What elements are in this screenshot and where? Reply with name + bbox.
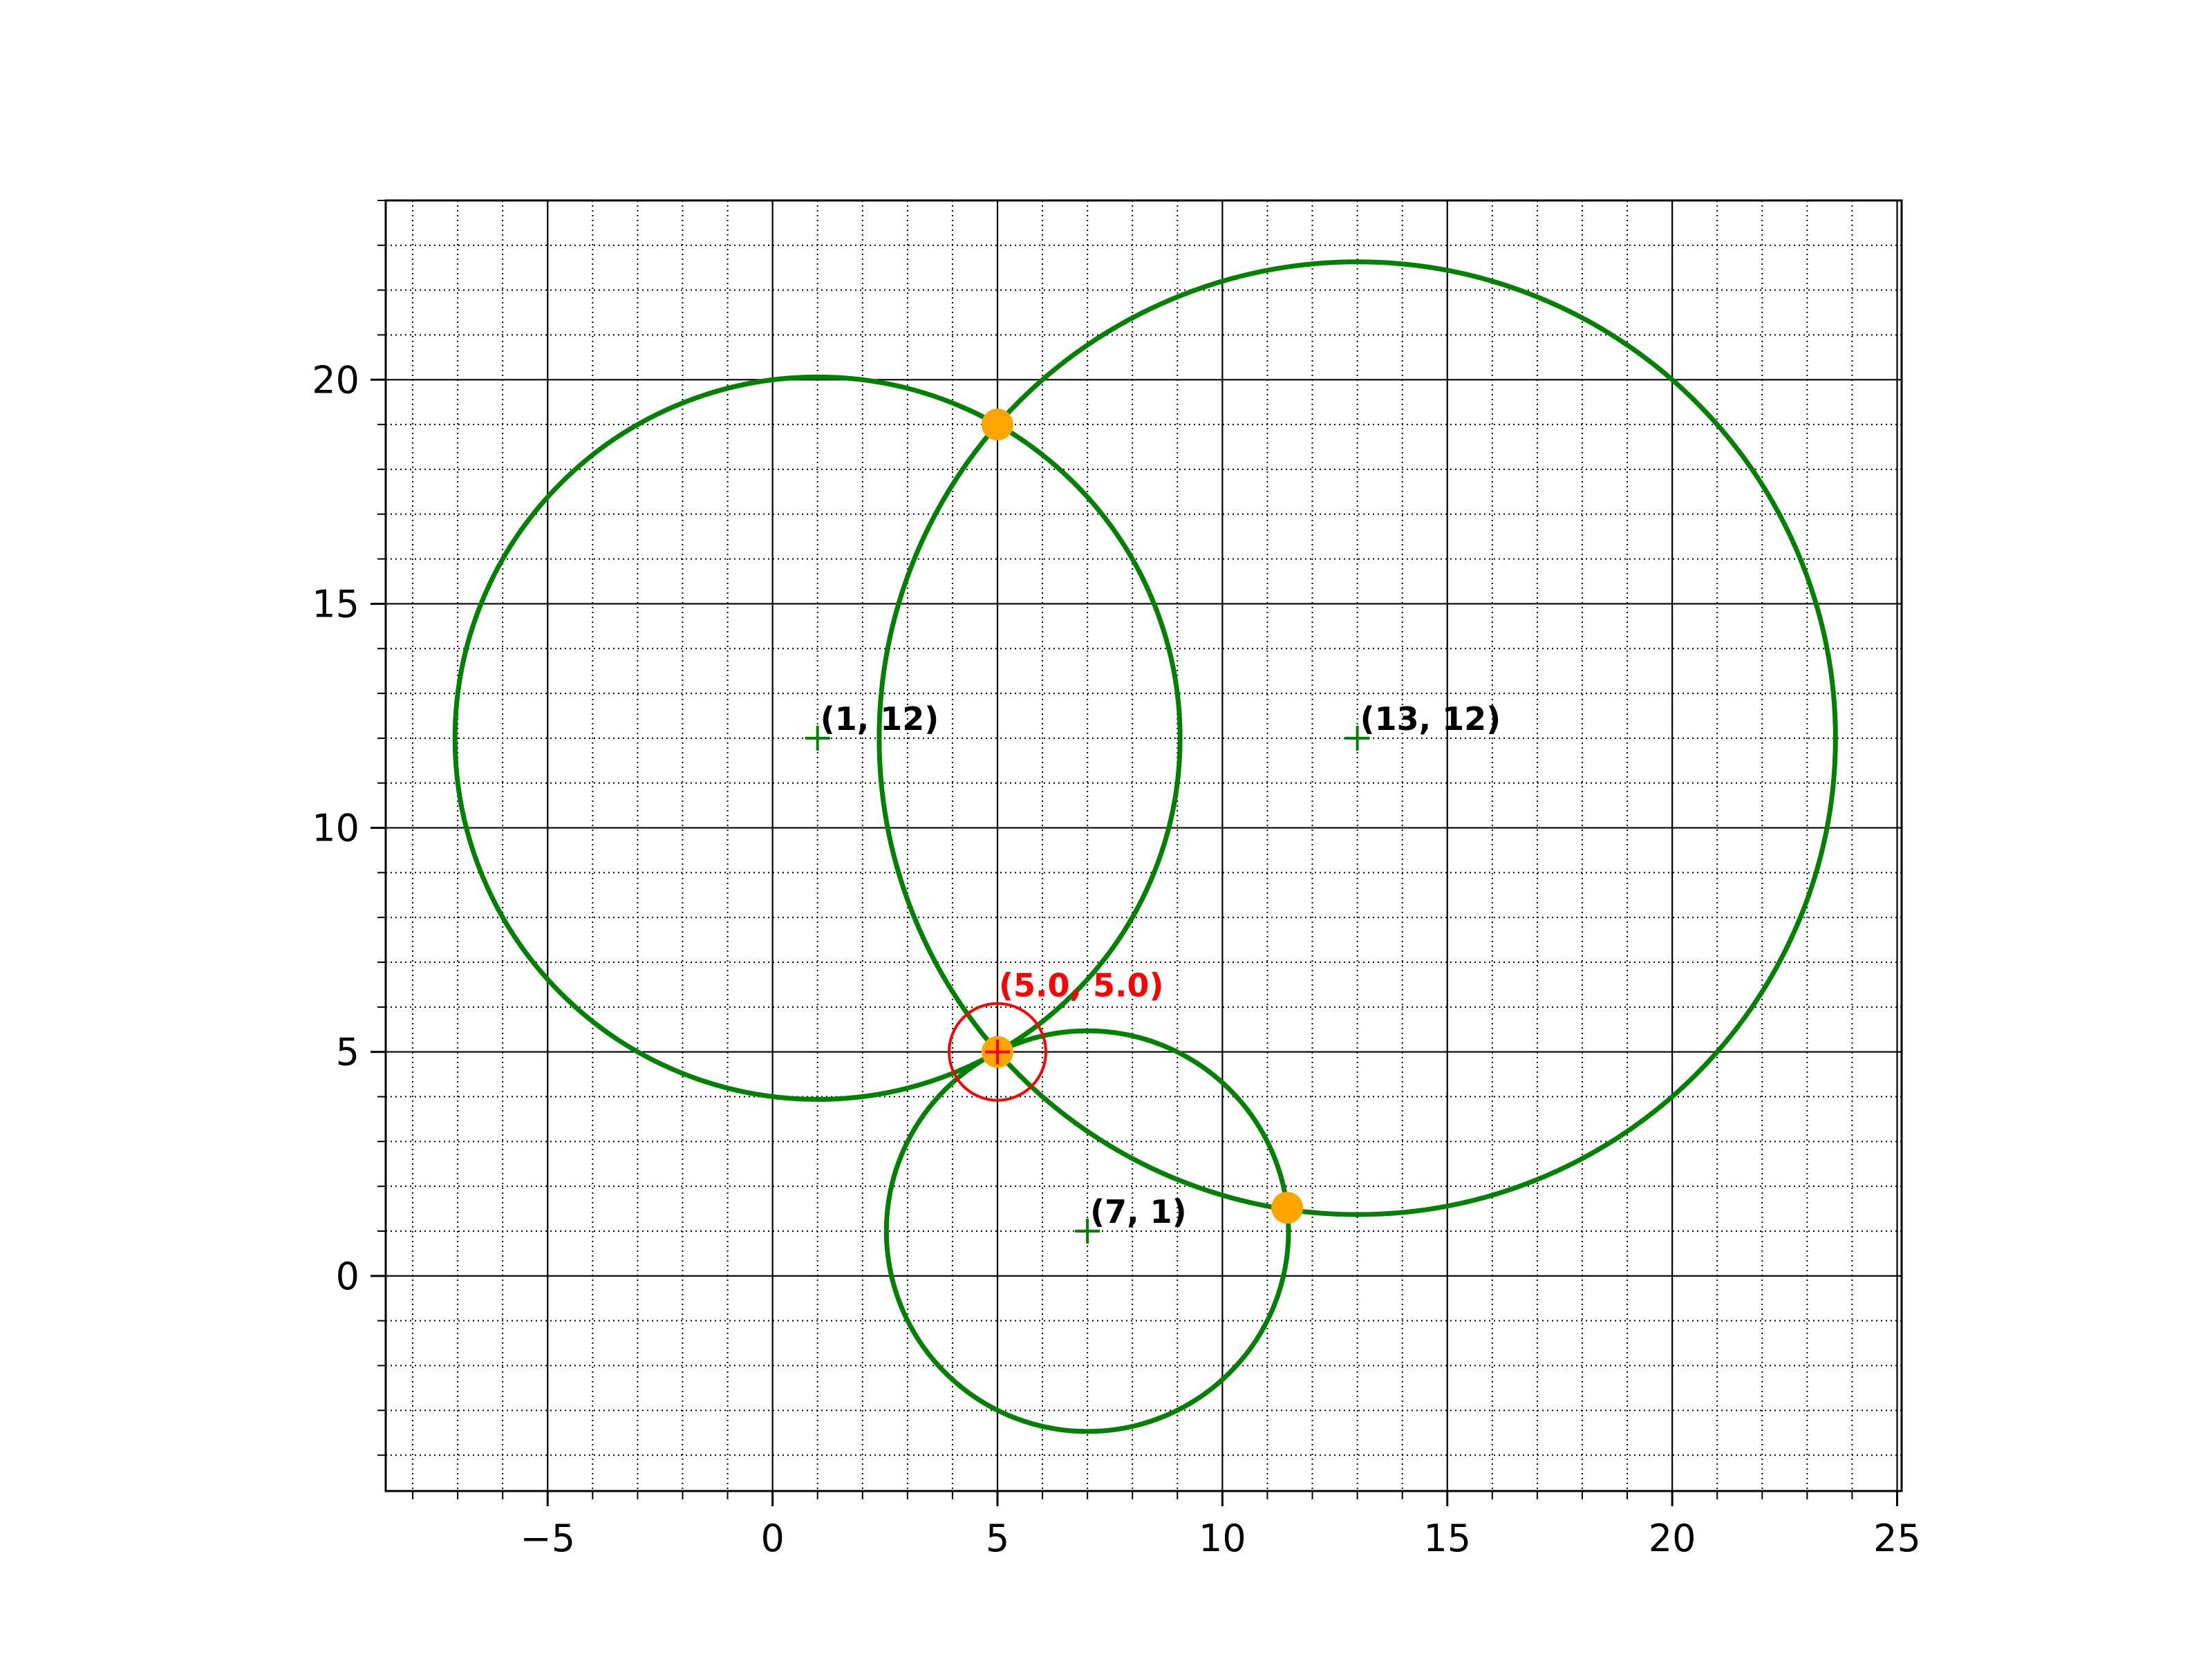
highlight-ring <box>948 1002 1048 1102</box>
center-label: (13, 12) <box>1360 700 1501 738</box>
labels-layer: (1, 12) (13, 12) (7, 1) (5.0, 5.0) <box>821 700 1501 1230</box>
x-tick-label: 20 <box>1649 1517 1696 1560</box>
x-tick-label: 10 <box>1199 1517 1246 1560</box>
x-tick-label: −5 <box>520 1517 575 1560</box>
highlight-marker <box>985 1039 1011 1065</box>
intersection-point <box>1271 1192 1304 1224</box>
circle-curve <box>877 259 1838 1217</box>
highlight-label: (5.0, 5.0) <box>999 967 1164 1004</box>
x-tick-label: 15 <box>1423 1517 1471 1560</box>
plot-frame <box>384 199 1903 1492</box>
center-label: (7, 1) <box>1090 1193 1187 1230</box>
minor-grid <box>386 200 1902 1491</box>
center-marker <box>1075 1219 1100 1244</box>
y-tick-label: 5 <box>336 1031 359 1074</box>
y-tick-label: 10 <box>312 807 359 850</box>
x-tick-label: 5 <box>986 1517 1009 1560</box>
circles-layer <box>452 259 1838 1434</box>
center-label: (1, 12) <box>821 700 939 738</box>
x-tick-label: 25 <box>1873 1517 1921 1560</box>
circle-curve <box>452 374 1183 1102</box>
major-grid <box>386 200 1902 1491</box>
y-tick-label: 0 <box>336 1255 359 1298</box>
x-tick-label: 0 <box>760 1517 784 1560</box>
center-marker <box>805 725 830 751</box>
circle-curve <box>883 1028 1291 1434</box>
y-tick-label: 20 <box>312 358 359 402</box>
markers-layer <box>805 409 1370 1244</box>
center-marker <box>1344 725 1370 751</box>
y-tick-label: 15 <box>312 582 359 626</box>
intersection-point <box>982 409 1014 441</box>
ticks-layer: −5 0 5 10 15 20 25 0 5 10 15 20 <box>312 200 1921 1560</box>
